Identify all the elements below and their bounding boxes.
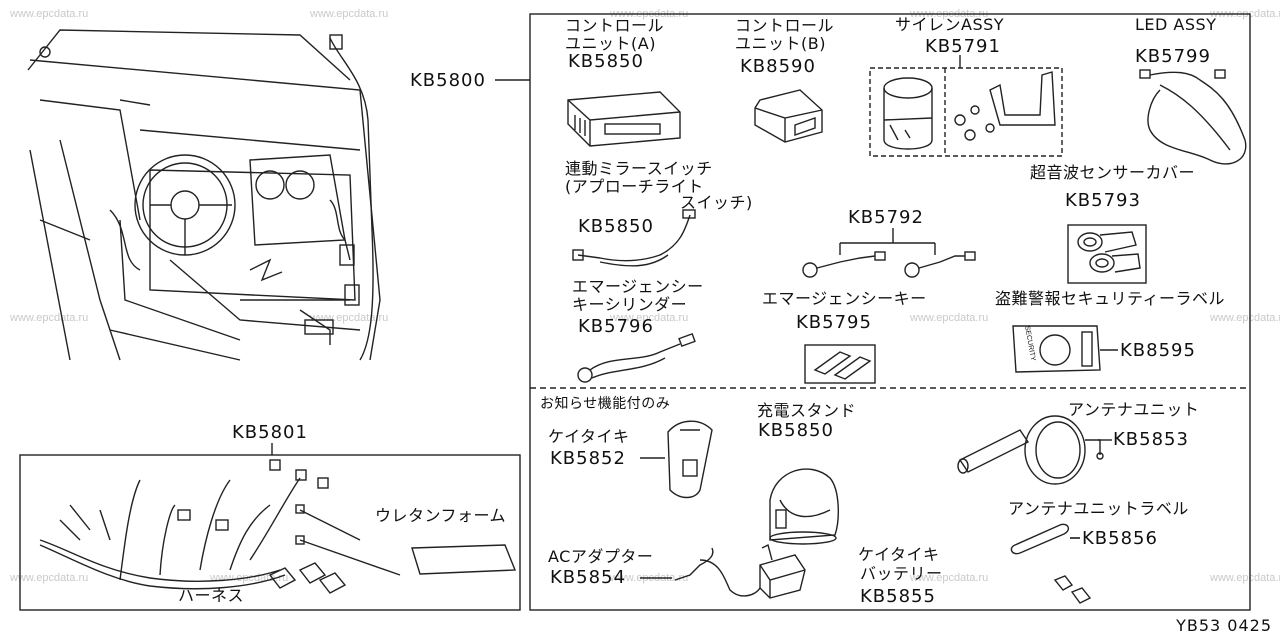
siren-code: KB5791 bbox=[925, 36, 1001, 57]
sensor-cover-label: 超音波センサーカバー bbox=[1030, 163, 1196, 182]
emergency-key-code: KB5792 bbox=[848, 207, 924, 228]
battery-label-2: バッテリー bbox=[860, 564, 943, 583]
sensor-cover-code: KB5793 bbox=[1065, 190, 1141, 211]
urethane-foam-label: ウレタンフォーム bbox=[375, 506, 507, 525]
battery-code: KB5855 bbox=[860, 586, 936, 607]
control-unit-b-label-2: ユニット(B) bbox=[735, 34, 826, 53]
watermark: www.epcdata.ru bbox=[10, 312, 89, 324]
siren-label: サイレンASSY bbox=[895, 15, 1005, 34]
control-unit-b-drawing bbox=[754, 89, 823, 143]
key-cylinder-drawing bbox=[577, 332, 696, 383]
ac-adapter-label: ACアダプター bbox=[548, 547, 654, 566]
mirror-switch-code: KB5850 bbox=[578, 216, 654, 237]
emergency-key-drawing bbox=[802, 228, 976, 278]
antenna-unit-label-code: KB5856 bbox=[1082, 528, 1158, 549]
mirror-switch-drawing bbox=[572, 209, 696, 267]
charger-label: 充電スタンド bbox=[757, 401, 857, 420]
security-label-drawing bbox=[1012, 325, 1118, 373]
harness-set-code: KB5801 bbox=[232, 422, 308, 443]
security-label-code: KB8595 bbox=[1120, 340, 1196, 361]
watermark: www.epcdata.ru bbox=[910, 312, 989, 324]
led-label: LED ASSY bbox=[1135, 15, 1217, 34]
charger-stand-drawing bbox=[769, 468, 839, 545]
notice-only-label: お知らせ機能付のみ bbox=[540, 396, 671, 412]
watermark: www.epcdata.ru bbox=[10, 572, 89, 584]
harness-label: ハーネス bbox=[178, 586, 245, 605]
security-label-label: 盗難警報セキュリティーラベル bbox=[995, 289, 1226, 308]
watermark: www.epcdata.ru bbox=[910, 572, 989, 584]
antenna-label-drawing bbox=[1010, 523, 1092, 604]
key-5795-code: KB5795 bbox=[796, 312, 872, 333]
battery-label-1: ケイタイキ bbox=[858, 545, 940, 564]
key-cylinder-label-2: キーシリンダー bbox=[572, 295, 688, 314]
control-unit-a-label-2: ユニット(A) bbox=[565, 34, 656, 53]
led-assy-drawing bbox=[1139, 69, 1247, 165]
keitaiki-drawing bbox=[640, 420, 713, 499]
watermark: www.epcdata.ru bbox=[310, 312, 389, 324]
keitaiki-code: KB5852 bbox=[550, 448, 626, 469]
main-set-code: KB5800 bbox=[410, 70, 486, 91]
control-unit-a-code: KB5850 bbox=[568, 51, 644, 72]
watermark: www.epcdata.ru bbox=[1210, 572, 1280, 584]
charger-code: KB5850 bbox=[758, 420, 834, 441]
key-cylinder-label-1: エマージェンシー bbox=[572, 277, 704, 296]
harness-drawing bbox=[39, 459, 401, 594]
ac-adapter-drawing bbox=[640, 543, 806, 599]
control-unit-b-label-1: コントロール bbox=[735, 16, 835, 35]
watermark: www.epcdata.ru bbox=[310, 8, 389, 20]
mirror-switch-label-1: 連動ミラースイッチ bbox=[565, 159, 713, 178]
sensor-cover-drawing bbox=[1067, 224, 1147, 284]
key-cylinder-code: KB5796 bbox=[578, 316, 654, 337]
mirror-switch-label-3: スイッチ) bbox=[680, 193, 753, 212]
emergency-key-label: エマージェンシーキー bbox=[762, 289, 927, 308]
watermark: www.epcdata.ru bbox=[610, 312, 689, 324]
harness-frame bbox=[19, 454, 521, 611]
main-parts-frame bbox=[529, 13, 1251, 611]
dashboard-illustration bbox=[27, 29, 381, 361]
key-5795-drawing bbox=[804, 344, 876, 384]
siren-drawing bbox=[869, 55, 1063, 157]
led-code: KB5799 bbox=[1135, 46, 1211, 67]
urethane-foam-drawing bbox=[411, 544, 517, 575]
keitaiki-label: ケイタイキ bbox=[548, 427, 630, 446]
ac-adapter-code: KB5854 bbox=[550, 567, 626, 588]
antenna-unit-drawing bbox=[957, 415, 1104, 485]
antenna-label: アンテナユニット bbox=[1068, 400, 1200, 419]
antenna-unit-label-label: アンテナユニットラベル bbox=[1008, 499, 1189, 518]
control-unit-b-code: KB8590 bbox=[740, 56, 816, 77]
footer-code: YB53 0425 bbox=[1176, 616, 1272, 635]
antenna-code: KB5853 bbox=[1113, 429, 1189, 450]
control-unit-a-drawing bbox=[567, 91, 681, 147]
watermark: www.epcdata.ru bbox=[1210, 312, 1280, 324]
control-unit-a-label-1: コントロール bbox=[565, 16, 665, 35]
mirror-switch-label-2: (アプローチライト bbox=[565, 177, 704, 196]
watermark: www.epcdata.ru bbox=[10, 8, 89, 20]
